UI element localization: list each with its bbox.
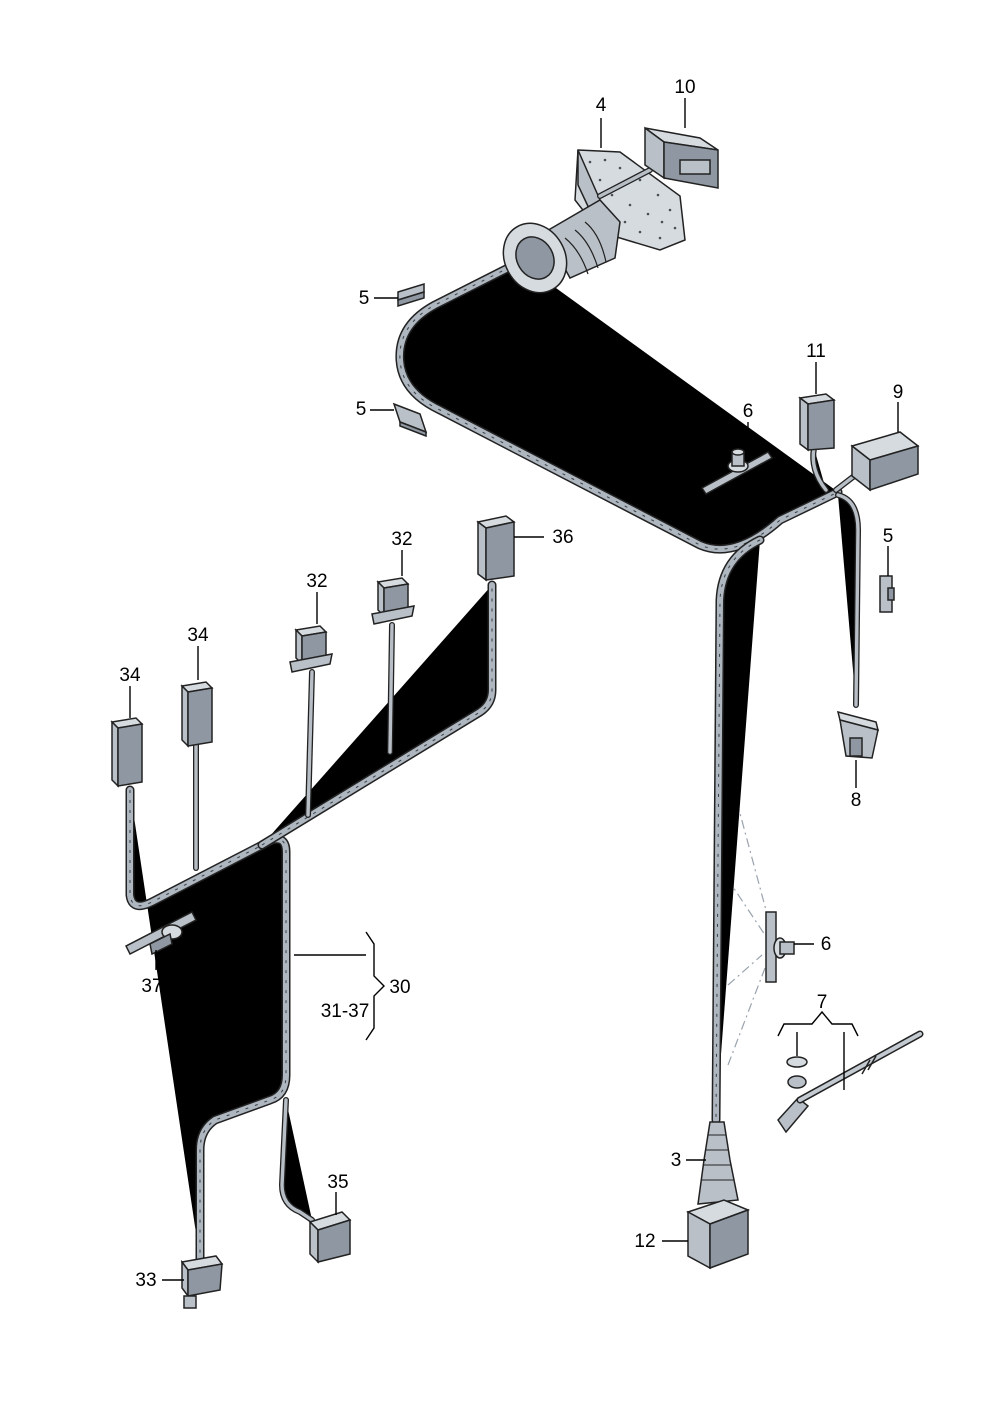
- part-12-connector: [686, 1199, 751, 1270]
- callout-6-upper: 6: [743, 401, 754, 422]
- part-5-clip-right: [879, 575, 895, 613]
- callout-2-12: 2 -12: [583, 379, 626, 400]
- callout-30: 30: [389, 977, 410, 998]
- part-3-protective-sleeve: [697, 1121, 739, 1205]
- callout-5-upper: 5: [359, 288, 370, 309]
- callout-11: 11: [806, 341, 826, 362]
- callout-4: 4: [596, 95, 607, 116]
- callout-labels: 4 10 5 5 1 2 -12 6 11 9 5 8 6 7 3 12 34 …: [119, 77, 903, 1291]
- callout-5-right: 5: [883, 526, 894, 547]
- callout-34-left: 34: [119, 665, 141, 686]
- part-5-clip-middle: [392, 402, 428, 438]
- callout-8: 8: [851, 790, 862, 811]
- part-34-connector-right: [180, 681, 214, 748]
- part-9-connector: [850, 431, 920, 492]
- brace-7: [777, 1010, 859, 1037]
- part-11-connector: [798, 393, 836, 452]
- callout-31-37: 31-37: [321, 1001, 370, 1022]
- callout-32-right: 32: [391, 529, 412, 550]
- callout-5-middle: 5: [356, 399, 367, 420]
- callout-36: 36: [552, 527, 573, 548]
- part-6-clip-lower: [765, 911, 795, 983]
- part-4-grommet: [502, 149, 686, 294]
- callout-32-left: 32: [306, 571, 327, 592]
- part-37-bracket: [124, 910, 198, 956]
- part-10-connector: [597, 126, 719, 199]
- callout-34-right: 34: [187, 625, 209, 646]
- part-36-connector: [476, 515, 516, 582]
- callout-6-lower: 6: [821, 934, 832, 955]
- callout-33: 33: [135, 1270, 156, 1291]
- part-7-cable-tie: [777, 1030, 924, 1134]
- part-8-connector: [836, 710, 880, 759]
- callout-7: 7: [817, 992, 828, 1013]
- part-33-connector: [180, 1255, 224, 1309]
- part-32-connector-left: [289, 625, 333, 673]
- part-6-clip-upper: [700, 448, 774, 495]
- callout-3: 3: [671, 1150, 682, 1171]
- callout-9: 9: [893, 382, 904, 403]
- harness-30-cable: [130, 585, 492, 1260]
- part-5-clip-upper: [397, 282, 425, 308]
- callout-12: 12: [634, 1231, 655, 1252]
- brace-1: [541, 360, 649, 385]
- part-32-connector-right: [371, 577, 415, 625]
- callout-35: 35: [327, 1172, 348, 1193]
- leader-lines: [129, 98, 899, 1281]
- part-34-connector-left: [110, 717, 144, 788]
- part-35-connector: [308, 1211, 352, 1264]
- callout-10: 10: [674, 77, 695, 98]
- callout-37: 37: [141, 976, 162, 997]
- brace-30: [365, 931, 385, 1041]
- callout-1: 1: [593, 343, 604, 364]
